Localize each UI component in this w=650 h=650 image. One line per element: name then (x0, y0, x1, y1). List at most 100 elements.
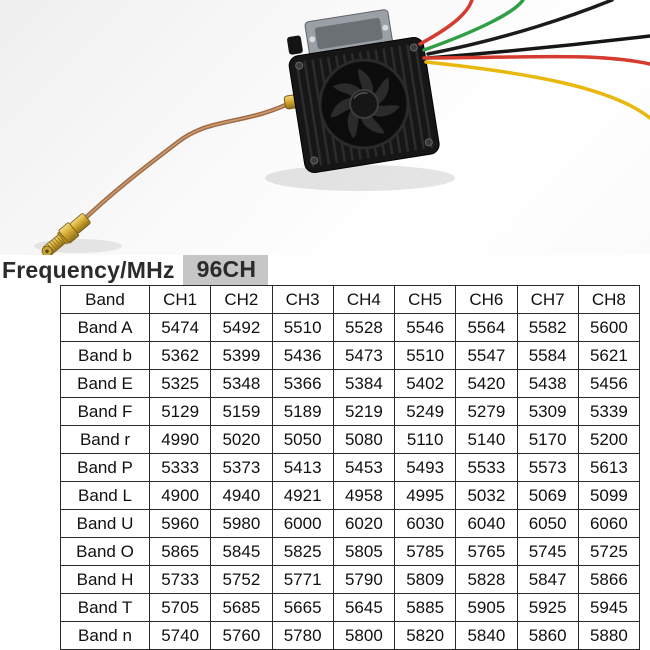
frequency-cell: 5847 (516, 565, 579, 594)
frequency-cell: 5493 (393, 453, 457, 482)
col-header-channel: CH2 (210, 285, 273, 314)
frequency-cell: 5399 (210, 341, 273, 370)
frequency-cell: 5845 (210, 537, 273, 566)
vtx-module (283, 9, 440, 173)
frequency-cell: 5020 (210, 425, 273, 454)
frequency-cell: 5129 (148, 397, 212, 426)
frequency-cell: 5805 (332, 537, 396, 566)
frequency-cell: 5765 (455, 537, 518, 566)
frequency-cell: 5705 (148, 593, 212, 622)
frequency-cell: 5366 (271, 369, 334, 398)
wire-red-2 (422, 54, 650, 66)
frequency-cell: 5436 (271, 341, 334, 370)
frequency-cell: 5800 (332, 621, 396, 650)
col-header-channel: CH7 (516, 285, 579, 314)
frequency-cell: 5339 (577, 397, 641, 426)
frequency-cell: 5533 (455, 453, 518, 482)
frequency-cell: 5960 (148, 509, 212, 538)
frequency-cell: 5880 (577, 621, 641, 650)
frequency-cell: 5740 (148, 621, 212, 650)
frequency-cell: 5564 (455, 313, 518, 342)
frequency-cell: 5510 (393, 341, 457, 370)
sma-connector (41, 213, 91, 255)
frequency-cell: 5333 (148, 453, 212, 482)
frequency-cell: 5140 (455, 425, 518, 454)
frequency-cell: 5905 (455, 593, 518, 622)
frequency-cell: 5110 (393, 425, 457, 454)
frequency-cell: 5582 (516, 313, 579, 342)
frequency-cell: 5760 (210, 621, 273, 650)
vtx-photo-illustration (34, 0, 650, 255)
col-header-channel: CH5 (393, 285, 457, 314)
frequency-cell: 5600 (577, 313, 641, 342)
frequency-cell: 4900 (148, 481, 212, 510)
frequency-cell: 5325 (148, 369, 212, 398)
frequency-cell: 5771 (271, 565, 334, 594)
frequency-cell: 6050 (516, 509, 579, 538)
module-shadow (265, 165, 455, 191)
fan-hub (349, 89, 379, 119)
frequency-cell: 5645 (332, 593, 396, 622)
frequency-cell: 6000 (271, 509, 334, 538)
frequency-cell: 5384 (332, 369, 396, 398)
frequency-cell: 5420 (455, 369, 518, 398)
frequency-cell: 5665 (271, 593, 334, 622)
col-header-channel: CH4 (332, 285, 396, 314)
frequency-cell: 5510 (271, 313, 334, 342)
frequency-cell: 5745 (516, 537, 579, 566)
frequency-cell: 5492 (210, 313, 273, 342)
frequency-cell: 5584 (516, 341, 579, 370)
frequency-cell: 5809 (393, 565, 457, 594)
frequency-cell: 5733 (148, 565, 212, 594)
frequency-cell: 5866 (577, 565, 641, 594)
frequency-cell: 5621 (577, 341, 641, 370)
col-header-channel: CH3 (271, 285, 334, 314)
frequency-cell: 5309 (516, 397, 579, 426)
band-cell: Band F (60, 397, 150, 426)
frequency-cell: 5546 (393, 313, 457, 342)
frequency-cell: 5219 (332, 397, 396, 426)
frequency-cell: 5032 (455, 481, 518, 510)
col-header-channel: CH8 (577, 285, 641, 314)
frequency-cell: 5453 (332, 453, 396, 482)
band-cell: Band O (60, 537, 150, 566)
frequency-cell: 5685 (210, 593, 273, 622)
frequency-cell: 5613 (577, 453, 641, 482)
band-cell: Band A (60, 313, 150, 342)
frequency-cell: 5189 (271, 397, 334, 426)
frequency-cell: 4940 (210, 481, 273, 510)
frequency-cell: 5885 (393, 593, 457, 622)
frequency-cell: 6040 (455, 509, 518, 538)
frequency-cell: 5825 (271, 537, 334, 566)
band-cell: Band P (60, 453, 150, 482)
col-header-channel: CH6 (455, 285, 518, 314)
frequency-cell: 6020 (332, 509, 396, 538)
heading-frequency-label: Frequency/MHz (2, 256, 175, 283)
frequency-cell: 5752 (210, 565, 273, 594)
frequency-cell: 5780 (271, 621, 334, 650)
product-photo (0, 0, 650, 255)
wire-black (426, 0, 614, 56)
frequency-cell: 5456 (577, 369, 641, 398)
frequency-cell: 5925 (516, 593, 579, 622)
wire-green (422, 0, 525, 52)
frequency-cell: 5790 (332, 565, 396, 594)
frequency-cell: 5080 (332, 425, 396, 454)
frequency-cell: 5362 (148, 341, 212, 370)
frequency-cell: 5785 (393, 537, 457, 566)
band-cell: Band L (60, 481, 150, 510)
coax-cable-highlight (73, 99, 297, 231)
frequency-cell: 5348 (210, 369, 273, 398)
frequency-cell: 4958 (332, 481, 396, 510)
frequency-cell: 5547 (455, 341, 518, 370)
frequency-cell: 4921 (271, 481, 334, 510)
frequency-cell: 5945 (577, 593, 641, 622)
